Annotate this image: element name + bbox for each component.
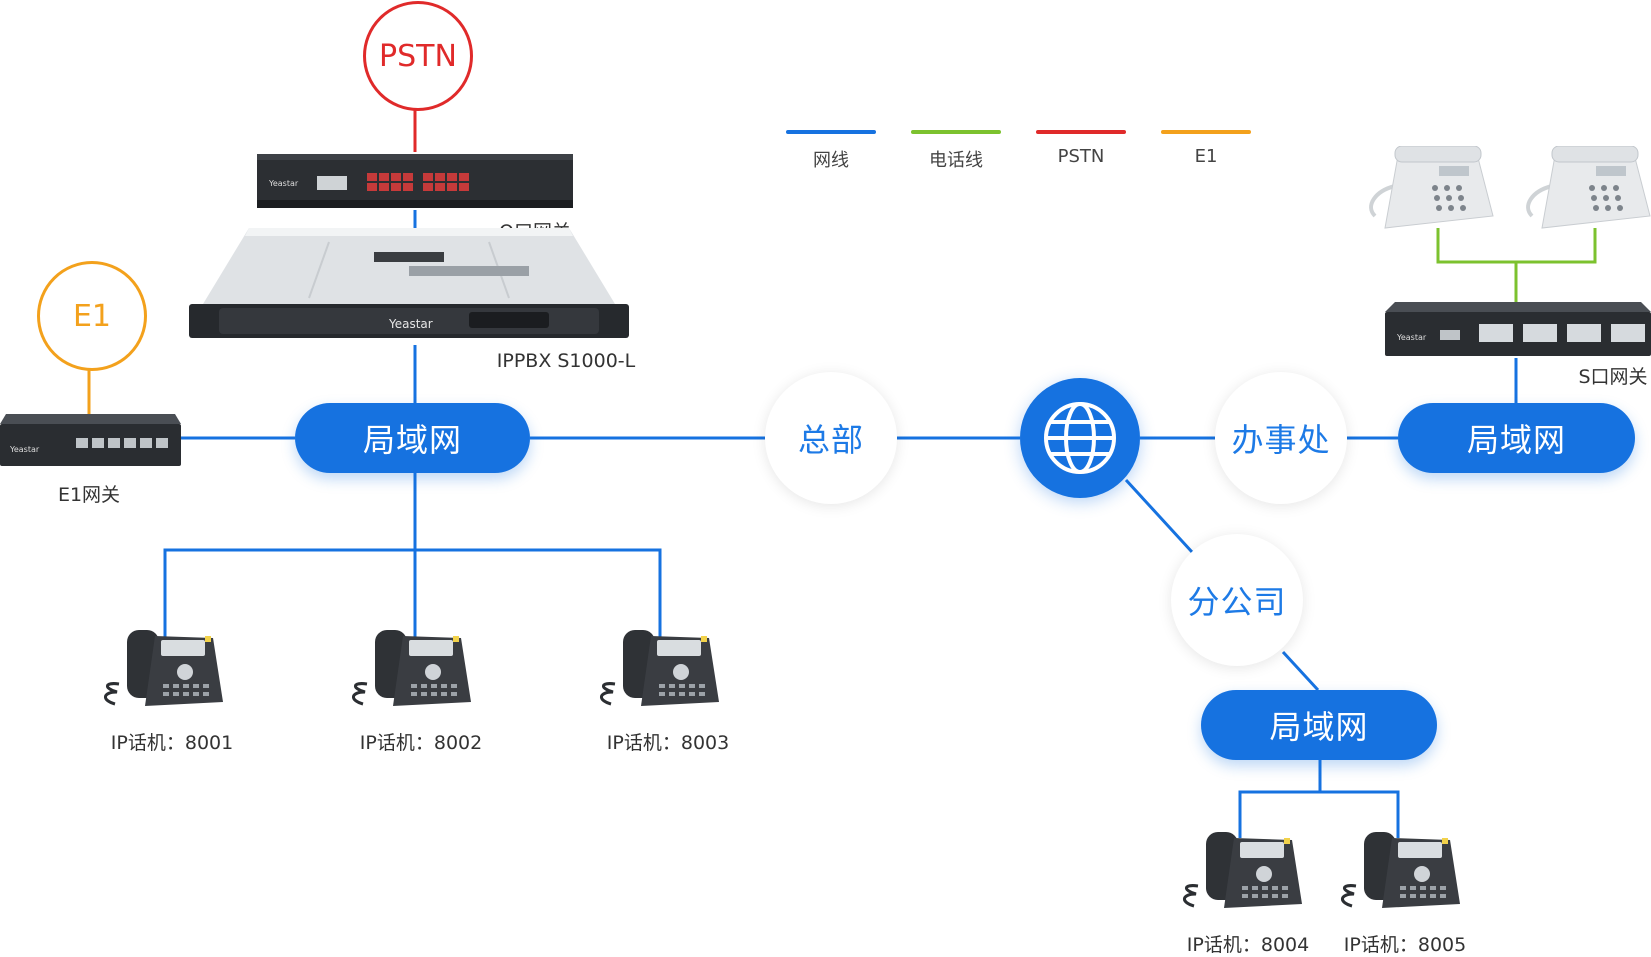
- legend-item-phone-line: 电话线: [911, 130, 1001, 172]
- site-branch-label: 分公司: [1187, 583, 1287, 621]
- fxo-gateway-device: Yeastar: [257, 154, 573, 208]
- site-branch: 分公司: [1171, 534, 1303, 666]
- e1-label: E1: [72, 298, 112, 334]
- e1-node: E1: [37, 261, 147, 371]
- brand-logo: Yeastar: [388, 317, 433, 331]
- legend-swatch-pstn: [1036, 130, 1126, 134]
- ippbx-server: Yeastar: [189, 228, 629, 338]
- ippbx-label: IPPBX S1000-L: [496, 350, 636, 372]
- legend-swatch-e1: [1161, 130, 1251, 134]
- ip-phone-label: IP话机：8004: [1186, 934, 1310, 956]
- pstn-label: PSTN: [379, 38, 457, 74]
- site-hq: 总部: [765, 372, 897, 504]
- ip-phone-label: IP话机：8003: [606, 732, 730, 754]
- ip-phone-icon: [600, 630, 719, 706]
- legend-label: E1: [1194, 146, 1218, 167]
- legend-swatch-network: [786, 130, 876, 134]
- legend-item-network: 网线: [786, 130, 876, 172]
- brand-logo: Yeastar: [1396, 333, 1427, 342]
- analog-phone-1: [1369, 146, 1494, 229]
- site-office-label: 办事处: [1231, 421, 1331, 459]
- legend-swatch-phone-line: [911, 130, 1001, 134]
- lan-office: 局域网: [1398, 403, 1635, 473]
- lan-office-label: 局域网: [1466, 421, 1566, 459]
- site-hq-label: 总部: [797, 421, 864, 459]
- brand-logo: Yeastar: [9, 445, 40, 454]
- ip-phone-icon: [104, 630, 223, 706]
- globe-icon: [1044, 402, 1116, 474]
- e1-gateway-device: Yeastar: [0, 414, 181, 466]
- ip-phone-icon: [352, 630, 471, 706]
- ip-phone-label: IP话机：8002: [359, 732, 483, 754]
- legend-label: 网线: [813, 150, 849, 171]
- fxs-gateway-device: Yeastar: [1385, 302, 1651, 356]
- analog-phone-lines: [1436, 228, 1597, 302]
- e1-gateway-label: E1网关: [57, 484, 121, 506]
- pstn-node: PSTN: [363, 1, 473, 111]
- network-lines: [163, 210, 1518, 838]
- legend-label: 电话线: [929, 150, 983, 171]
- fxs-gateway-label: S口网关: [1578, 366, 1648, 388]
- lan-branch: 局域网: [1201, 690, 1437, 760]
- lan-hq: 局域网: [295, 403, 530, 473]
- site-office: 办事处: [1215, 372, 1347, 504]
- legend-item-pstn: PSTN: [1036, 130, 1126, 167]
- ip-phone-icon: [1183, 832, 1302, 908]
- ip-phone-label: IP话机：8001: [110, 732, 234, 754]
- legend-label: PSTN: [1057, 146, 1105, 167]
- internet-node: [1020, 378, 1140, 498]
- ip-phone-icon: [1341, 832, 1460, 908]
- ip-phone-label: IP话机：8005: [1343, 934, 1467, 956]
- lan-branch-label: 局域网: [1269, 708, 1369, 746]
- analog-phone-2: [1526, 146, 1651, 229]
- legend-item-e1: E1: [1161, 130, 1251, 167]
- lan-hq-label: 局域网: [362, 421, 462, 459]
- brand-logo: Yeastar: [268, 179, 299, 188]
